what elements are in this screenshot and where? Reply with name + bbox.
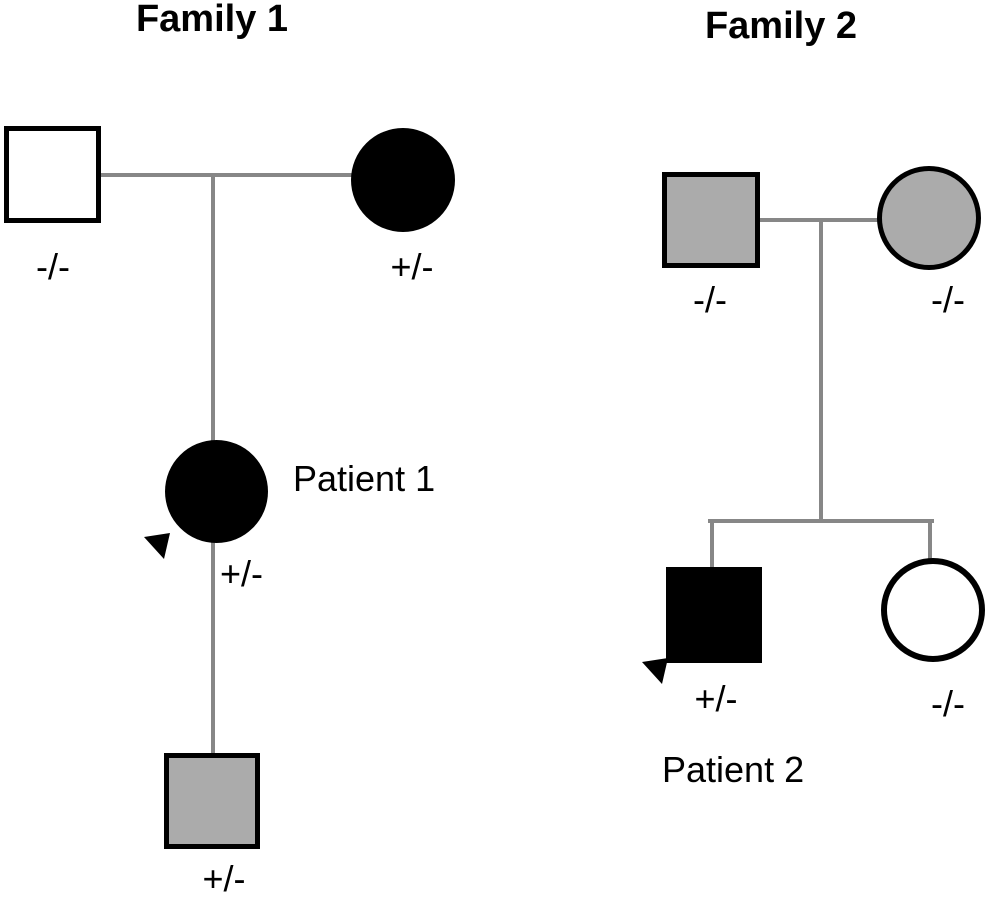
family1-father-square-icon [4, 126, 101, 223]
family2-sibling-drop-line [928, 519, 932, 564]
family2-sibling-genotype: -/- [931, 683, 965, 724]
family1-couple-line [100, 173, 355, 177]
family2-proband-arrow-icon [642, 658, 668, 684]
family1-title: Family 1 [135, 0, 289, 40]
family2-patient-genotype: +/- [694, 678, 738, 719]
family1-patient-child-line [211, 540, 215, 757]
family1-mother-genotype: +/- [390, 246, 434, 287]
family2-patient-name: Patient 2 [662, 749, 805, 790]
family1-proband-arrow-icon [144, 533, 170, 559]
family2-father-genotype: -/- [693, 279, 727, 320]
family2-father-gray-square-icon [662, 172, 760, 268]
family1-mother-filled-circle-icon [351, 128, 455, 232]
family1-child-gray-square-icon [164, 753, 260, 849]
family2-mother-gray-circle-icon [877, 166, 981, 270]
family1-descent-line [211, 173, 215, 445]
family2-patient-drop-line [710, 519, 714, 571]
family1-patient-filled-circle-icon [165, 440, 268, 543]
family2-sibship-line [708, 519, 934, 523]
family2-patient-filled-square-icon [666, 567, 762, 663]
family2-title: Family 2 [704, 5, 858, 47]
family2-sibling-open-circle-icon [881, 558, 985, 662]
family1-patient-name: Patient 1 [293, 458, 436, 499]
family1-father-genotype: -/- [36, 246, 70, 287]
family2-descent-line [819, 218, 823, 523]
family2-mother-genotype: -/- [931, 279, 965, 320]
family1-child-genotype: +/- [202, 858, 246, 899]
family1-patient-genotype: +/- [220, 553, 264, 594]
